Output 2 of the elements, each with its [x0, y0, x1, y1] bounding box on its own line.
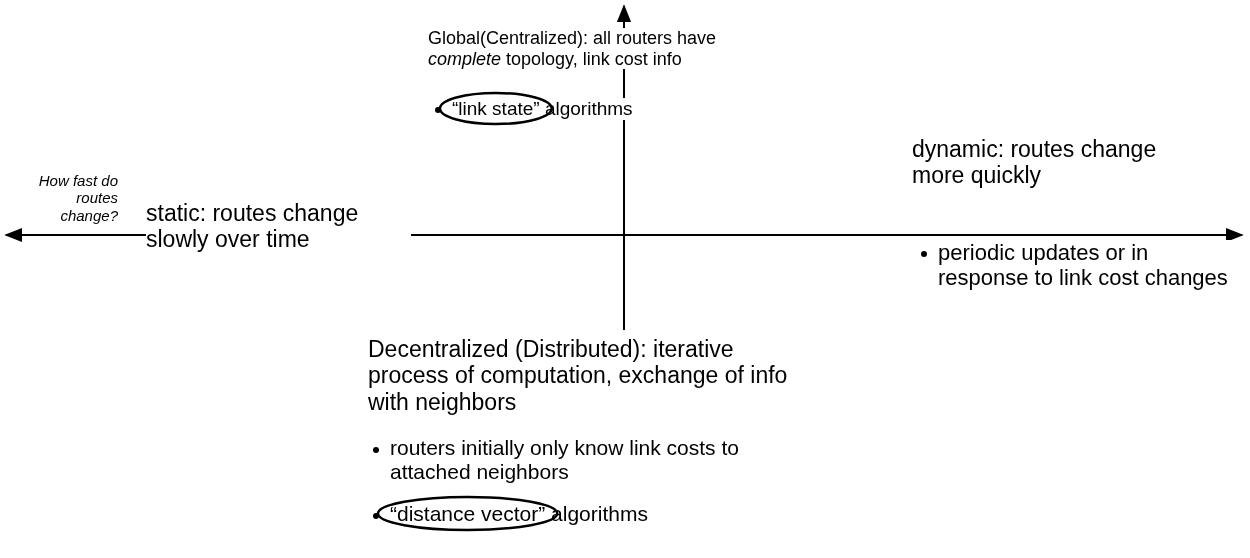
description-text: static: routes change slowly over time — [146, 200, 411, 253]
axis-question: How fast do routes change? — [37, 172, 118, 224]
